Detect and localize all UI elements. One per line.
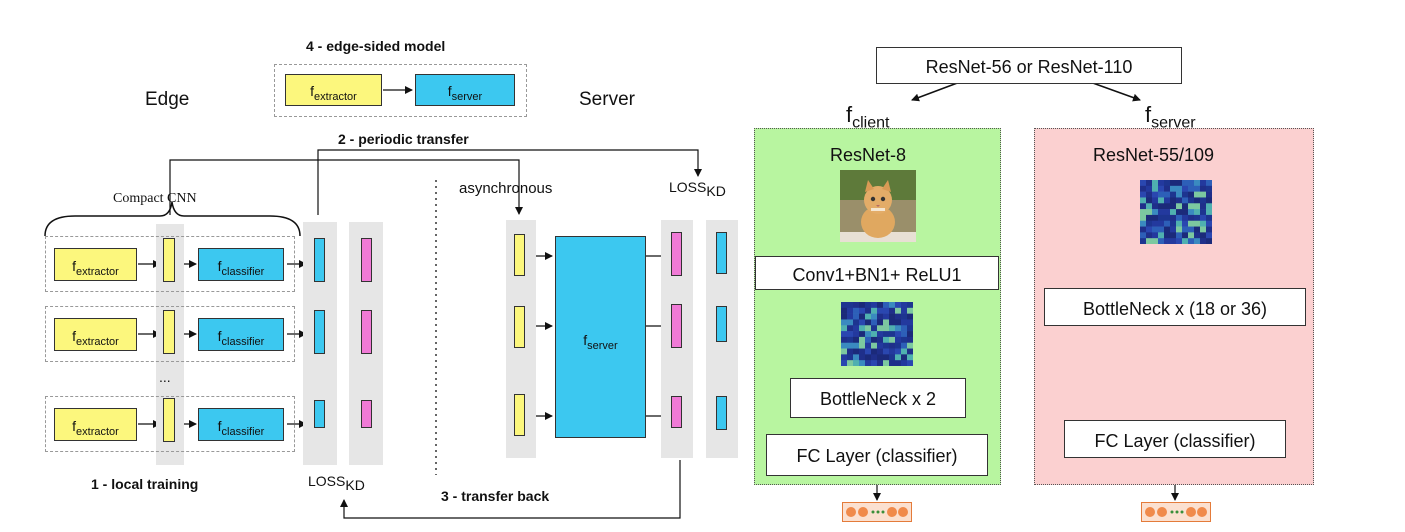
row-3-classifier-f: f bbox=[217, 418, 222, 434]
server-header-f: f bbox=[1145, 102, 1152, 127]
edge-sided-model-frame bbox=[274, 64, 527, 117]
kitten-image bbox=[840, 170, 916, 242]
row-3-classifier-sub: classifier bbox=[221, 425, 265, 438]
edge-row-1-logit-b bbox=[361, 238, 372, 282]
server-logit-3 bbox=[671, 396, 682, 428]
edge-model-extractor-f: f bbox=[310, 83, 315, 99]
server-input-1 bbox=[514, 234, 525, 276]
ellipsis: ... bbox=[159, 369, 171, 385]
loss-kd-bottom: LOSSKD bbox=[308, 474, 365, 492]
server-model-f: f bbox=[583, 332, 588, 348]
client-header: fclient bbox=[846, 104, 889, 131]
edge-row-3-feature bbox=[163, 398, 175, 442]
server-target-1 bbox=[716, 232, 727, 274]
row-1-extractor-sub: extractor bbox=[76, 265, 119, 278]
server-bottleneck-label: BottleNeck x (18 or 36) bbox=[1082, 299, 1268, 319]
loss-kd-bottom-main: LOSS bbox=[308, 473, 346, 489]
edge-model-server: fserver bbox=[415, 74, 515, 106]
transfer-back-label: 3 - transfer back bbox=[441, 488, 550, 504]
server-output-nodes bbox=[1141, 502, 1211, 522]
row-2-classifier-sub: classifier bbox=[221, 335, 265, 348]
edge-row-1-extractor: fextractor bbox=[54, 248, 137, 281]
resnet-split-arrows bbox=[911, 81, 1141, 102]
server-logit-1 bbox=[671, 232, 682, 276]
row-1-classifier-f: f bbox=[217, 258, 222, 274]
loss-kd-top-main: LOSS bbox=[669, 179, 707, 195]
edge-row-2-extractor: fextractor bbox=[54, 318, 137, 351]
edge-row-1-classifier: fclassifier bbox=[198, 248, 284, 281]
edge-model-extractor-sub: extractor bbox=[314, 90, 357, 103]
row-2-extractor-sub: extractor bbox=[76, 335, 119, 348]
periodic-transfer-branch bbox=[169, 159, 523, 215]
resnet-top-label: ResNet-56 or ResNet-110 bbox=[925, 57, 1133, 77]
server-target-3 bbox=[716, 396, 727, 430]
client-bottleneck-block: BottleNeck x 2 bbox=[790, 378, 966, 418]
edge-row-2-logit-b bbox=[361, 310, 372, 354]
server-bottleneck-block: BottleNeck x (18 or 36) bbox=[1044, 288, 1306, 326]
client-header-f: f bbox=[846, 102, 853, 127]
row-3-extractor-sub: extractor bbox=[76, 425, 119, 438]
client-title: ResNet-8 bbox=[830, 145, 907, 165]
row-1-classifier-sub: classifier bbox=[221, 265, 265, 278]
edge-row-frame-1 bbox=[45, 236, 295, 292]
edge-row-3-classifier: fclassifier bbox=[198, 408, 284, 441]
server-title: ResNet-55/109 bbox=[1093, 145, 1215, 165]
edge-model-server-f: f bbox=[447, 83, 452, 99]
resnet-top-box: ResNet-56 or ResNet-110 bbox=[876, 47, 1182, 84]
row-2-classifier-f: f bbox=[217, 328, 222, 344]
edge-row-3-logit-b bbox=[361, 400, 372, 428]
server-input-3 bbox=[514, 394, 525, 436]
loss-kd-top: LOSSKD bbox=[669, 180, 726, 198]
local-training-label: 1 - local training bbox=[91, 476, 199, 492]
client-feature-map bbox=[841, 302, 913, 366]
server-target-2 bbox=[716, 306, 727, 342]
edge-row-3-extractor: fextractor bbox=[54, 408, 137, 441]
server-label: Server bbox=[579, 89, 635, 110]
edge-sided-model-title: 4 - edge-sided model bbox=[306, 38, 446, 54]
transfer-back-path bbox=[340, 460, 681, 519]
client-header-sub: client bbox=[852, 114, 890, 132]
asynchronous-label: asynchronous bbox=[459, 180, 553, 197]
server-model-sub: server bbox=[587, 339, 618, 352]
edge-row-2-logit-a bbox=[314, 310, 325, 354]
compact-cnn-label: Compact CNN bbox=[113, 191, 197, 206]
periodic-transfer-path bbox=[317, 149, 702, 215]
client-output-nodes bbox=[842, 502, 912, 522]
edge-row-frame-2 bbox=[45, 306, 295, 362]
client-fc-block: FC Layer (classifier) bbox=[766, 434, 988, 476]
server-fc-block: FC Layer (classifier) bbox=[1064, 420, 1286, 458]
loss-kd-bottom-sub: KD bbox=[345, 476, 365, 493]
edge-row-3-logit-a bbox=[314, 400, 325, 428]
edge-label: Edge bbox=[145, 89, 190, 110]
server-model-block: fserver bbox=[555, 236, 646, 438]
edge-row-1-logit-a bbox=[314, 238, 325, 282]
server-logit-2 bbox=[671, 304, 682, 348]
server-fc-label: FC Layer (classifier) bbox=[1094, 431, 1256, 451]
loss-kd-top-sub: KD bbox=[706, 182, 726, 199]
edge-model-extractor: fextractor bbox=[285, 74, 382, 106]
compact-cnn-brace bbox=[44, 201, 301, 237]
edge-model-server-sub: server bbox=[451, 90, 483, 103]
server-input-2 bbox=[514, 306, 525, 348]
row-2-extractor-f: f bbox=[72, 328, 77, 344]
client-conv-block: Conv1+BN1+ ReLU1 bbox=[755, 256, 999, 290]
periodic-transfer-label: 2 - periodic transfer bbox=[338, 131, 469, 147]
server-header: fserver bbox=[1145, 104, 1196, 131]
server-feature-map bbox=[1140, 180, 1212, 244]
row-1-extractor-f: f bbox=[72, 258, 77, 274]
client-conv-label: Conv1+BN1+ ReLU1 bbox=[792, 265, 962, 285]
client-bottleneck-label: BottleNeck x 2 bbox=[819, 389, 937, 409]
edge-row-frame-3 bbox=[45, 396, 295, 452]
client-fc-label: FC Layer (classifier) bbox=[796, 446, 958, 466]
edge-row-2-classifier: fclassifier bbox=[198, 318, 284, 351]
edge-row-2-feature bbox=[163, 310, 175, 354]
row-3-extractor-f: f bbox=[72, 418, 77, 434]
edge-row-1-feature bbox=[163, 238, 175, 282]
server-header-sub: server bbox=[1151, 114, 1196, 132]
